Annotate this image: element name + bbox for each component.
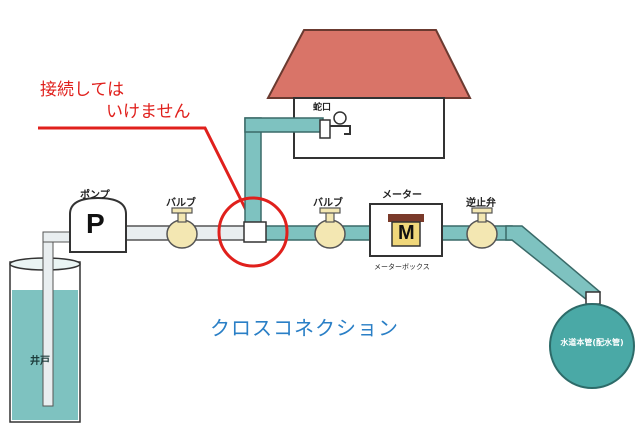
- valve-left-icon: [166, 207, 198, 249]
- faucet-label: 蛇口: [313, 103, 332, 113]
- meter-box-label: メーターボックス: [374, 263, 430, 271]
- warning-line-1: 接続しては: [40, 80, 125, 100]
- well-label: 井戸: [30, 356, 50, 367]
- junction-fitting: [243, 221, 267, 243]
- house: [266, 29, 472, 159]
- well: [9, 235, 81, 423]
- water-main-icon: [549, 303, 635, 389]
- check-valve-icon: [466, 207, 498, 249]
- valve-right-label: バルブ: [313, 198, 343, 209]
- meter-letter: M: [398, 222, 415, 244]
- pump-letter: P: [86, 208, 105, 239]
- pump-label: ポンプ: [80, 190, 110, 201]
- danger-circle: [217, 196, 289, 268]
- valve-left-label: バルブ: [166, 198, 196, 209]
- pump-icon: [69, 196, 127, 253]
- meter-box: [369, 203, 443, 257]
- valve-right-icon: [314, 207, 346, 249]
- forbidden-connection-line: [38, 126, 252, 219]
- check-valve-label: 逆止弁: [466, 198, 496, 209]
- faucet-icon: [319, 111, 351, 139]
- diagram-caption: クロスコネクション: [210, 316, 399, 340]
- water-main-label: 水道本管(配水管): [560, 338, 624, 347]
- main-connector: [585, 291, 601, 305]
- meter-label: メーター: [382, 190, 422, 201]
- riser-pipe: [244, 117, 324, 229]
- warning-line-2: いけません: [106, 102, 191, 122]
